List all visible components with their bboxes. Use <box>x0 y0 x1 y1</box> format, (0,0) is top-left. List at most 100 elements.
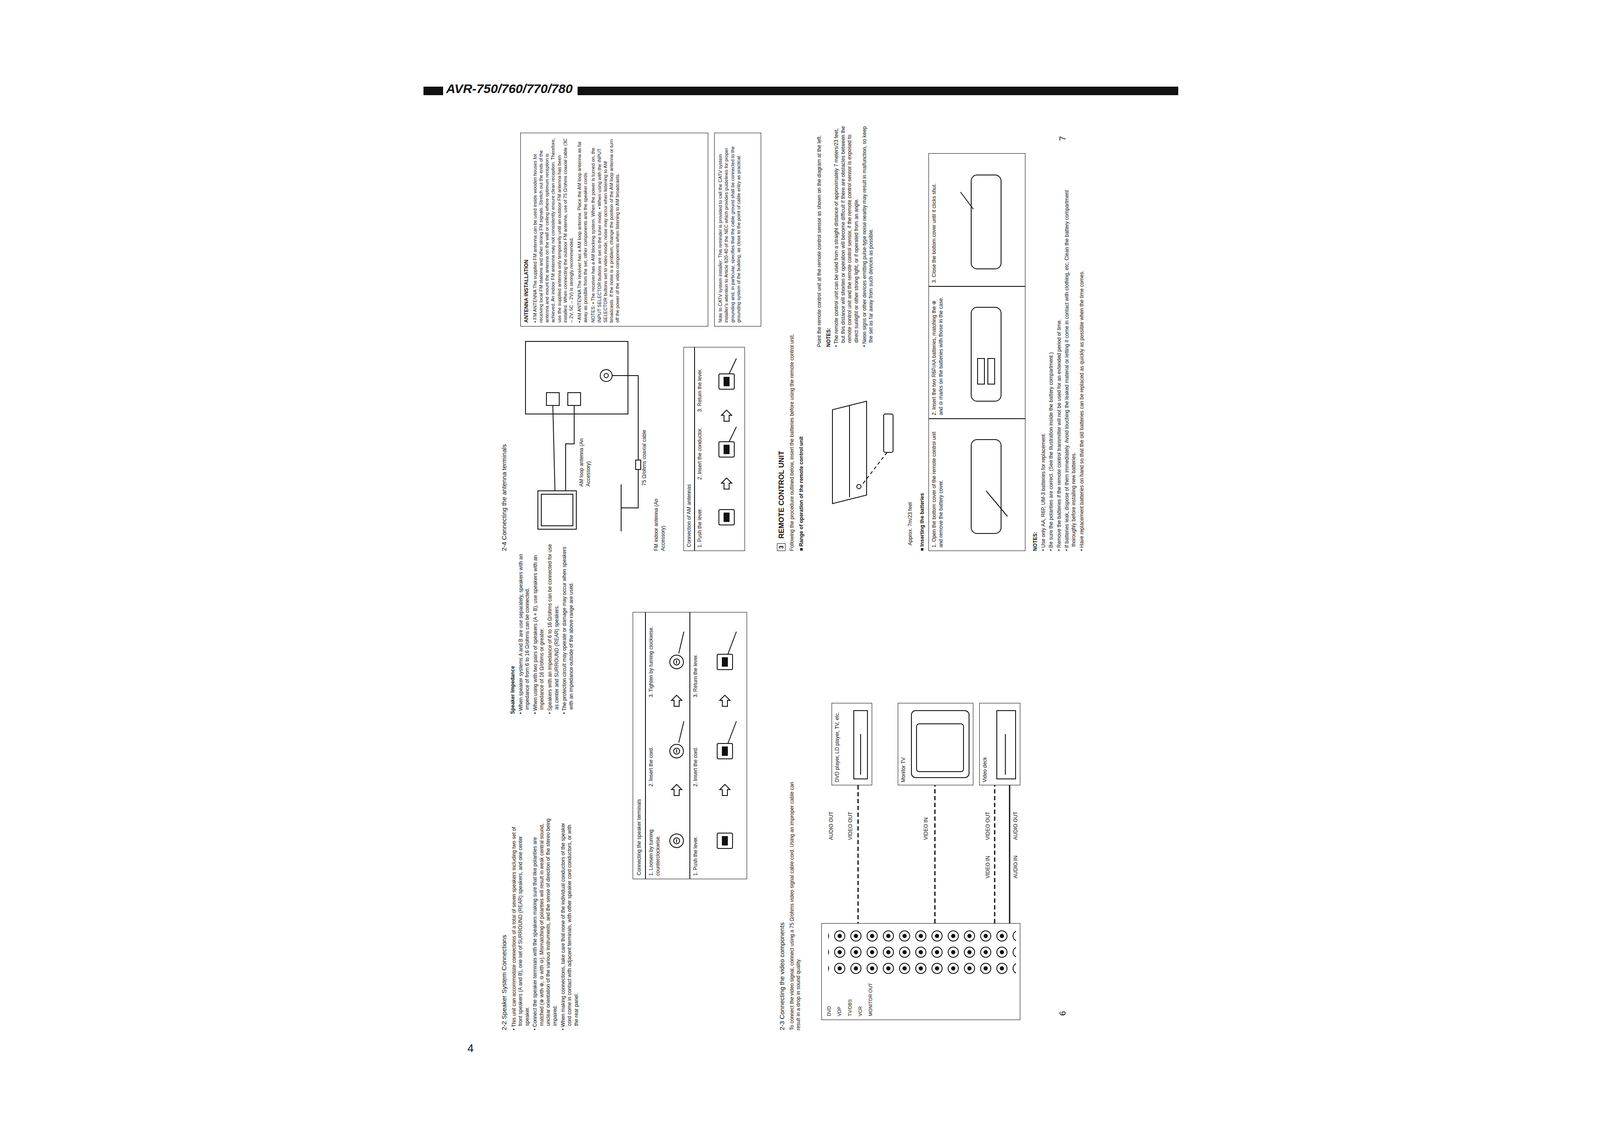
table-cell: 2. Insert the conductor. <box>696 415 704 480</box>
speaker-terminal-table <box>717 654 733 670</box>
page-number: 7 <box>1056 136 1069 141</box>
label-holder: 2. Insert the cord. <box>692 705 700 787</box>
antenna-illustration <box>546 392 560 406</box>
label-holder: FM indoor antenna (An Accessory) <box>653 487 667 552</box>
node-text: TV/DBS <box>846 977 853 1017</box>
sub-heading: NOTES: <box>825 125 833 348</box>
battery-illustration <box>960 192 974 210</box>
label-holder: 1. Push the lever. <box>692 794 700 876</box>
node-text: Video deck <box>979 703 991 786</box>
antenna-illustration <box>721 478 732 490</box>
label-holder: 2. Insert the cord. <box>648 705 655 787</box>
table-frame <box>928 153 1026 552</box>
label-holder: 7 <box>1056 136 1069 141</box>
text-column: NOTES:• Use only AA, R6P, UM-3 batteries… <box>1029 166 1087 552</box>
table-cell: 1. Push the lever. <box>696 483 704 548</box>
bullet-text: • This unit can accommodate connections … <box>510 817 532 1031</box>
video-equipment <box>828 928 1017 978</box>
battery-illustration <box>928 175 1026 534</box>
speaker-terminal-table <box>678 631 684 654</box>
antenna-illustration <box>635 460 641 470</box>
sub-heading: Speaker Impedance <box>509 539 517 715</box>
table-cell: 1. Push the lever. <box>692 794 700 876</box>
battery-illustration <box>986 490 1008 517</box>
bullet-text: • When making connections, take care tha… <box>560 817 581 1031</box>
antenna-illustration <box>718 373 735 390</box>
antenna-illustration <box>729 426 737 442</box>
remote-illustration <box>883 414 894 453</box>
speaker-terminal-table <box>671 695 682 707</box>
table-cell: 3. Return the lever. <box>692 616 700 698</box>
bullet-text: • When using with two pairs of speakers … <box>532 539 546 715</box>
label-holder: 1. Loosen by turning counterclockwise. <box>648 794 662 876</box>
section-heading: REMOTE CONTROL UNIT <box>776 450 787 539</box>
remote-illustration <box>862 452 888 485</box>
rotated-page: 1. Loosen by turning counterclockwise. 2.… <box>490 102 1192 1042</box>
table-cell: 2. Insert the cord. <box>692 705 700 787</box>
section-number: 3 <box>776 543 786 552</box>
table-box: Connecting the speaker terminals <box>632 612 748 880</box>
node-text: ANTENNA INSTALLATION <box>520 133 532 327</box>
table-cell: 2. Insert the cord. <box>648 705 655 787</box>
remote-illustration <box>856 484 862 489</box>
body-text: To connect the video signal, connect usi… <box>788 774 803 1031</box>
label-holder: AM loop antenna (An Accessory) <box>578 431 592 487</box>
bullet-text: • The protection circuit may operate or … <box>561 539 575 715</box>
label-holder: 75 Ω/ohms coaxial cable <box>641 429 649 487</box>
label-holder: REMOTE CONTROL UNIT <box>776 450 787 539</box>
remote-illustration <box>832 401 867 504</box>
antenna-illustration <box>525 341 737 552</box>
text-column: Following the procedure outlined below, … <box>788 145 806 552</box>
body-text: Following the procedure outlined below, … <box>788 145 796 552</box>
device-box: DVD player, LD player, TV, etc. <box>831 703 873 786</box>
device-box: Video deck <box>979 703 1021 786</box>
antenna-illustration <box>694 347 695 552</box>
table-box: Connection of AM antennas <box>683 347 745 552</box>
body-text: Point the remote control unit at the rem… <box>816 125 824 348</box>
table-cell: 3. Return the lever. <box>696 347 704 412</box>
video-equipment <box>853 710 868 780</box>
node-text: VCR <box>857 977 864 1017</box>
video-equipment <box>911 710 970 778</box>
label-holder: 3. Tighten by turning clockwise. <box>648 616 655 698</box>
antenna-illustration <box>718 441 735 458</box>
label-holder: AUDIO OUT <box>1012 810 1020 841</box>
label-holder: 3 <box>776 543 786 552</box>
speaker-terminal-table <box>719 784 730 796</box>
header-bar <box>577 86 1179 96</box>
battery-illustration <box>928 418 1026 420</box>
antenna-illustration <box>604 373 609 378</box>
label-holder: VIDEO IN <box>922 816 930 841</box>
label-holder: 3. Close the bottom cover until it click… <box>931 159 938 284</box>
label-holder: 3. Return the lever. <box>696 347 704 412</box>
bullet-text: • Remove the batteries if the remote con… <box>1056 166 1063 552</box>
node-text: DVD <box>826 977 833 1017</box>
speaker-terminal-table <box>669 834 684 848</box>
label-holder: Approx. 7m/23 feet <box>907 501 914 547</box>
node-text: NOTES: • The receiver has a AM blocking … <box>589 133 622 327</box>
bullet-text: • The remote control unit can be used fr… <box>833 125 860 348</box>
note-box: ANTENNA INSTALLATION• FM ANTENNA The sup… <box>520 132 709 327</box>
text-column: 2-3 Connecting the video componentsTo co… <box>777 774 804 1031</box>
signal-name: VIDEO IN <box>922 816 930 841</box>
speaker-terminal-table <box>727 721 737 744</box>
header-title: AVR-750/760/770/780 <box>446 81 573 97</box>
label-holder: 2. Insert the two R6P/AA batteries, matc… <box>931 291 945 416</box>
label-holder: 4 <box>467 1041 474 1057</box>
speaker-terminal-table <box>645 612 646 880</box>
node-text: • AM ANTENNA The receiver has a AM loop … <box>575 133 590 327</box>
battery-illustration <box>977 358 985 385</box>
signal-name: AUDIO OUT <box>828 810 836 841</box>
table-cell: 3. Tighten by turning clockwise. <box>648 616 655 698</box>
section-heading: 2-4 Connecting the antenna terminals <box>499 350 509 552</box>
speaker-terminal-table <box>689 612 691 880</box>
bullet-text: • Connect the speaker terminals with the… <box>531 817 559 1031</box>
bullet-text: • If batteries leak, dispose of them imm… <box>1063 166 1078 552</box>
signal-name: VIDEO OUT <box>847 811 855 841</box>
label-holder: 2. Insert the conductor. <box>696 415 704 480</box>
speaker-terminal-table <box>717 833 733 849</box>
label-holder: 3. Return the lever. <box>692 616 700 698</box>
bullet-text: • Neon signs or other devices emitting p… <box>861 125 875 348</box>
signal-name: VIDEO OUT <box>984 811 992 841</box>
table-cell: 1. Loosen by turning counterclockwise. <box>648 794 662 876</box>
